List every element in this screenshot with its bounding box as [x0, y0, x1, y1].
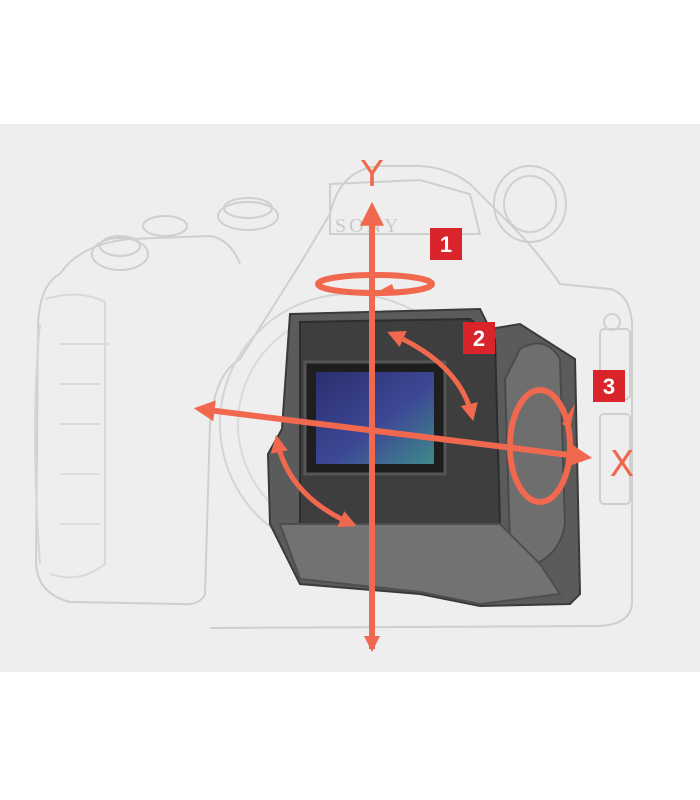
badge-2-label: 2 — [473, 326, 485, 351]
diagram-stage: SONY Y X 1 2 — [0, 124, 700, 672]
badge-1: 1 — [430, 228, 462, 260]
stabilization-diagram: SONY Y X 1 2 — [34, 154, 635, 652]
badge-3-label: 3 — [603, 374, 615, 399]
x-axis-label: X — [610, 444, 635, 485]
y-axis-label: Y — [360, 154, 384, 195]
rotation-arrow-roll-x — [507, 387, 575, 505]
badge-1-label: 1 — [440, 232, 452, 257]
rotation-arrow-pitch — [270, 330, 478, 528]
badge-3: 3 — [593, 370, 625, 402]
brand-label: SONY — [335, 215, 401, 237]
badge-2: 2 — [463, 322, 495, 354]
x-axis-line — [193, 400, 593, 467]
